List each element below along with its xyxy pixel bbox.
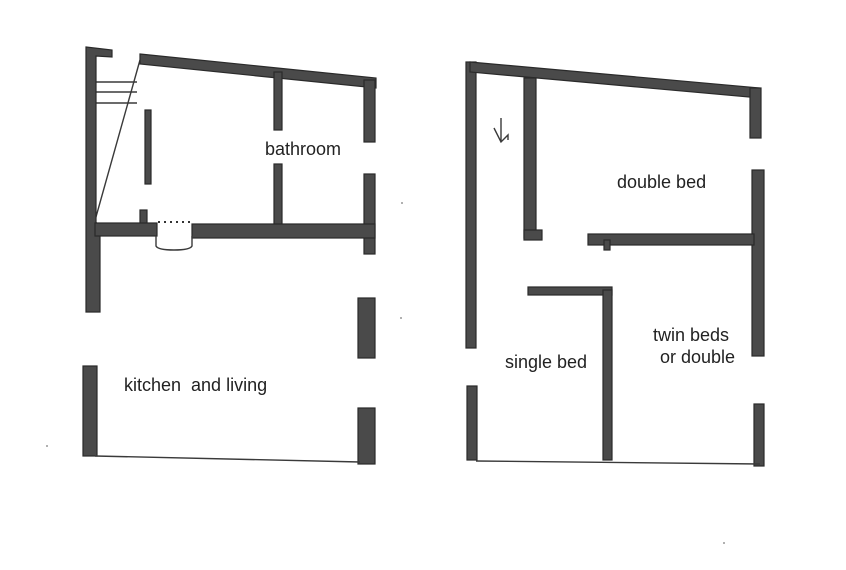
ground-right-wall-upper: [363, 79, 376, 143]
upper-bottom-wall: [475, 460, 761, 465]
bathroom-partition-upper: [273, 71, 283, 131]
ground-top-wall: [139, 53, 377, 89]
ground-right-wall-middle: [363, 173, 376, 255]
stairs: [93, 59, 141, 225]
ground-right-wall-lower-middle: [357, 297, 376, 359]
upper-middle-wall-stub: [603, 239, 611, 251]
scan-specks: [46, 202, 725, 544]
upper-right-wall-bottom: [753, 403, 765, 467]
upper-floor-plan: double bed single bed twin beds or doubl…: [465, 61, 765, 467]
double-bed-partition-foot: [523, 229, 543, 241]
double-bed-partition: [523, 77, 537, 239]
ground-inner-post: [144, 109, 152, 185]
upper-right-wall-middle: [751, 169, 765, 357]
double-bed-label: double bed: [617, 172, 706, 192]
twin-beds-label-line1: twin beds: [653, 325, 729, 345]
upper-left-wall-upper: [465, 61, 477, 349]
stair-arrow-icon: [493, 118, 509, 144]
ground-door-step: [155, 236, 193, 251]
upper-middle-wall: [587, 233, 755, 246]
ground-middle-wall-right: [191, 223, 376, 239]
ground-left-wall-upper: [85, 46, 113, 313]
ground-middle-wall-left: [94, 222, 158, 237]
single-bed-right-wall: [602, 289, 613, 461]
upper-left-wall-lower: [466, 385, 478, 461]
twin-beds-label-line2: or double: [660, 347, 735, 367]
bathroom-label: bathroom: [265, 139, 341, 159]
single-bed-top-wall: [527, 286, 613, 296]
bathroom-partition-lower: [273, 163, 283, 227]
ground-floor-plan: bathroom kitchen and living: [82, 46, 377, 465]
upper-top-wall: [469, 61, 761, 99]
single-bed-label: single bed: [505, 352, 587, 372]
ground-bottom-wall: [94, 455, 361, 463]
ground-right-wall-bottom: [357, 407, 376, 465]
ground-left-wall-lower: [82, 365, 98, 457]
kitchen-living-label: kitchen and living: [124, 375, 267, 395]
upper-right-wall-upper: [749, 87, 762, 139]
